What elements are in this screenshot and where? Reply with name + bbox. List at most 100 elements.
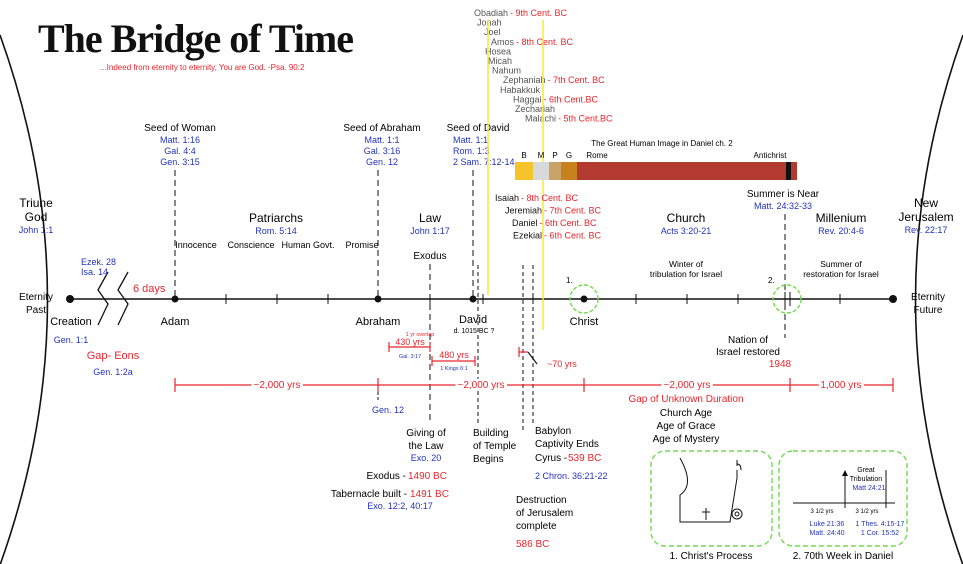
six-days-label: 6 days [133,283,166,295]
seed-woman-ref: Gal. 4:4 [164,146,196,156]
babylon-line: Captivity Ends [535,439,599,450]
inset2-ref: Matt. 24:40 [809,530,844,537]
cyrus-label: Cyrus - [535,453,567,464]
span-brackets [174,342,894,392]
israel-line2: Israel restored [716,347,780,358]
marker-one: 1. [566,276,573,285]
image-segment-label: Rome [586,151,608,160]
subtitle: ...Indeed from eternity to eternity, You… [100,63,305,72]
gap-unknown: Gap of Unknown Duration [628,394,743,405]
trib-label: Tribulation [850,476,883,483]
summer-near-label: Summer is Near [747,189,820,200]
week-arrow-head [842,470,848,476]
eternity-past-2: Past [26,305,46,316]
god-heading: God [25,210,48,224]
seed-woman-title: Seed of Woman [144,123,216,134]
sub-age: Human Govt. [281,240,334,250]
prophet-name: Amos [491,37,515,47]
image-segment [533,162,549,180]
eternity-future-2: Future [914,305,943,316]
seed-abraham-ref: Gen. 12 [366,157,398,167]
later-prophet-name: Daniel [512,218,538,228]
israel-year: 1948 [769,359,792,370]
eternity-past-dot [66,295,74,303]
span-2000: ~2,000 yrs [458,380,505,391]
destruction-line: complete [516,521,557,532]
age-church: Church [667,211,706,225]
image-segment-label: P [552,151,557,160]
image-segment [561,162,577,180]
span-430: 430 yrs [395,337,425,347]
half-one: 3 1/2 yrs [810,509,833,515]
prophet-name: Zephaniah [503,75,546,85]
prophet-name: Haggai [513,94,542,104]
david-label: David [459,314,487,326]
isa-ref: Isa. 14 [81,267,108,277]
inset2-caption: 2. 70th Week in Daniel [793,551,893,562]
later-prophet-name: Jeremiah [505,206,542,216]
eternity-future-1: Eternity [911,292,945,303]
destruction-date: 586 BC [516,539,549,550]
inset1-caption: 1. Christ's Process [669,551,752,562]
sub-age: Innocence [175,240,217,250]
prophet-name: Jonah [477,18,502,28]
trib-ref: Matt 24:21 [852,485,885,492]
marker-christ-circle [569,284,599,314]
jerusalem-heading: Jerusalem [898,210,953,224]
christ-process-figure [679,457,743,523]
left-eternity-arc [0,34,49,564]
abraham-label: Abraham [356,316,401,328]
marker-week-circle [772,284,802,314]
summer-near-ref: Matt. 24:32-33 [754,201,812,211]
cyrus-date: 539 BC [568,453,601,464]
rev-ref: Rev. 22:17 [905,225,948,235]
inset2-ref: Luke 21:36 [810,521,845,528]
church-age-line: Church Age [660,408,713,419]
creation-label: Creation [50,316,92,328]
span-430-ref: Gal. 3:17 [399,354,421,360]
sub-age: Promise [345,240,378,250]
half-two: 3 1/2 yrs [855,509,878,515]
span-2000: ~2,000 yrs [664,380,711,391]
seed-david-ref: Matt. 1:1 [453,135,488,145]
church-age-line: Age of Mystery [653,434,720,445]
babylon-line: Babylon [535,426,571,437]
john-ref: John 1:1 [19,225,54,235]
prophet-name: Obadiah [474,8,508,18]
later-prophet-era: - 7th Cent. BC [544,206,602,216]
age-church-ref: Acts 3:20-21 [661,226,712,236]
sub-age: Conscience [227,240,274,250]
later-prophet-name: Isaiah [495,193,519,203]
great-label: Great [857,467,875,474]
image-segment-label: M [538,151,545,160]
overlap-label: 1 yr overlap [406,332,435,338]
adam-dot [171,295,179,303]
later-prophet-era: - 8th Cent. BC [521,193,579,203]
span-70: ~70 yrs [547,359,577,369]
temple-line: Begins [473,454,504,465]
image-segment-label: B [521,151,526,160]
image-segment-label: G [566,151,572,160]
later-prophet-era: - 6th Cent. BC [544,231,602,241]
seed-abraham-title: Seed of Abraham [343,123,420,134]
seed-david-title: Seed of David [447,123,510,134]
age-law: Law [419,211,441,225]
gen12-ref: Gen. 12 [372,405,404,415]
prophet-name: Nahum [492,66,521,76]
destruction-line: Destruction [516,495,567,506]
image-title: The Great Human Image in Daniel ch. 2 [591,139,733,148]
inset-christ-process [650,450,773,547]
inset2-ref: 1 Cor. 15:52 [861,530,899,537]
image-segment [515,162,533,180]
eternity-past-1: Eternity [19,292,53,303]
temple-line: of Temple [473,441,517,452]
prophet-name: Micah [488,56,512,66]
antichrist-label: Antichrist [754,151,788,160]
summer-rest-line: Summer of [820,259,862,269]
age-patriarchs: Patriarchs [249,211,303,225]
timeline-ticks [225,294,841,304]
span-480-ref: 1 Kings 6:1 [440,366,468,372]
christ-label: Christ [570,316,599,328]
law-line: Giving of [406,428,446,439]
